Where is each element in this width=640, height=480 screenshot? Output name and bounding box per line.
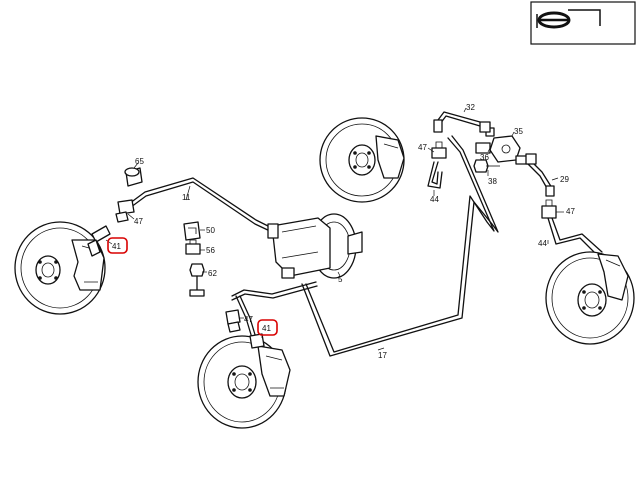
brake-hose-44-right (547, 217, 603, 257)
brake-line-rear-left (231, 281, 318, 339)
callout-11: 11 (182, 193, 191, 202)
callout-56: 56 (206, 246, 215, 255)
callout-47-right: 47 (566, 207, 575, 216)
grommet-65 (124, 167, 143, 187)
leader-lines (105, 107, 564, 351)
hose-end-41-left (87, 225, 111, 257)
clip-47-left (115, 199, 135, 223)
clip-56 (185, 239, 201, 255)
clip-50 (183, 221, 201, 241)
brake-disc-rear-right (545, 251, 635, 345)
callout-17: 17 (378, 351, 387, 360)
callout-41-left: 41 (112, 242, 121, 251)
callout-47-left: 47 (134, 217, 143, 226)
highlight-box-41-rear-left (257, 319, 278, 336)
callout-47-rear-left: 47 (244, 315, 253, 324)
callout-44-right: 44 (538, 239, 547, 248)
callout-62: 62 (208, 269, 217, 278)
clip-47-rear-left (225, 309, 241, 333)
callout-32: 32 (466, 103, 475, 112)
brake-disc-rear-left (197, 335, 291, 429)
brake-line-17 (301, 135, 499, 357)
bolt-38 (473, 159, 500, 173)
callout-65: 65 (135, 157, 144, 166)
callout-labels: 65 11 47 41 50 56 62 5 47 41 17 32 35 47… (107, 103, 575, 360)
brake-disc-front-right (319, 117, 405, 203)
fitting-29-end (525, 153, 555, 197)
fitting-32-end (433, 119, 491, 133)
steering-wheel-icon (530, 1, 636, 45)
callout-47-top: 47 (418, 143, 427, 152)
callout-36: 36 (480, 153, 489, 162)
brake-disc-front-left (14, 221, 106, 315)
callout-44-top: 44 (430, 195, 439, 204)
highlight-box-41-left (107, 237, 128, 254)
callout-50: 50 (206, 226, 215, 235)
distributor-35 (489, 135, 531, 165)
brake-line-11 (125, 177, 273, 233)
clip-47-top (431, 141, 447, 159)
callout-41-rear-left: 41 (262, 324, 271, 333)
clip-47-right (541, 199, 557, 219)
callout-29: 29 (560, 175, 569, 184)
screw-62 (189, 263, 205, 297)
callout-38: 38 (488, 177, 497, 186)
callout-5: 5 (338, 275, 343, 284)
master-cylinder-5 (267, 213, 363, 279)
brake-hose-44-top (427, 161, 443, 189)
callout-35: 35 (514, 127, 523, 136)
hose-end-41-rear-left (249, 333, 265, 349)
